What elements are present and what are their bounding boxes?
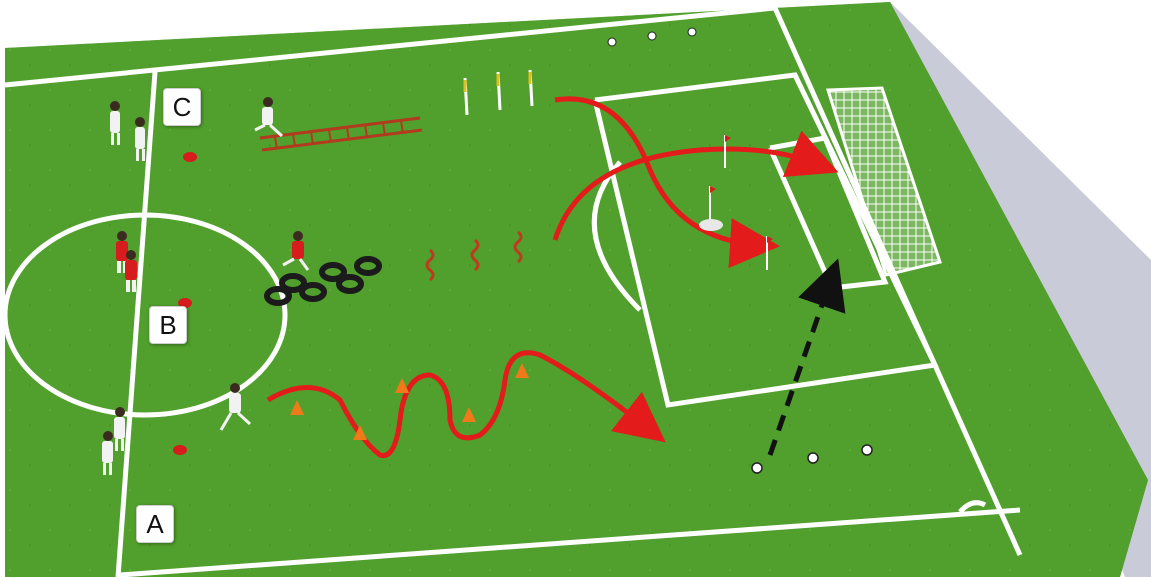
flag-icon bbox=[709, 186, 716, 220]
hurdle-icon bbox=[425, 248, 435, 282]
pole-group bbox=[463, 69, 534, 116]
agility-ladder-icon bbox=[259, 116, 423, 152]
tyre-icon bbox=[354, 256, 382, 276]
ball-icon bbox=[807, 452, 819, 464]
cone-icon bbox=[290, 400, 304, 415]
marker-disc-icon bbox=[699, 219, 723, 231]
cone-icon bbox=[515, 363, 529, 378]
ball-icon bbox=[607, 37, 617, 47]
player-icon bbox=[110, 101, 120, 145]
flag-icon bbox=[766, 236, 773, 270]
tyre-group bbox=[264, 256, 382, 306]
ball-icon bbox=[687, 27, 697, 37]
station-label-b: B bbox=[149, 306, 187, 344]
run-path-b bbox=[552, 130, 839, 241]
run-path-c bbox=[554, 96, 780, 269]
tyre-icon bbox=[279, 273, 307, 293]
hurdle-icon bbox=[470, 238, 480, 272]
marker-disc-icon bbox=[183, 152, 197, 162]
cone-icon bbox=[353, 425, 367, 440]
player-icon bbox=[219, 383, 252, 431]
marker-group bbox=[173, 152, 197, 455]
pole-icon bbox=[528, 69, 534, 107]
player-icon bbox=[135, 117, 145, 161]
ball-icon bbox=[861, 444, 873, 456]
cone-icon bbox=[462, 407, 476, 422]
players bbox=[102, 97, 310, 475]
station-label-a: A bbox=[136, 505, 174, 543]
run-paths bbox=[266, 96, 839, 459]
flag-icon bbox=[724, 135, 731, 168]
ball-icon bbox=[751, 462, 763, 474]
player-icon bbox=[114, 407, 125, 451]
tyre-icon bbox=[319, 262, 347, 282]
cone-group bbox=[290, 363, 529, 440]
pole-icon bbox=[463, 77, 469, 116]
pole-icon bbox=[496, 71, 502, 111]
player-icon bbox=[254, 97, 284, 138]
tyre-icon bbox=[264, 286, 292, 306]
ball-icon bbox=[647, 31, 657, 41]
ball-group bbox=[607, 27, 873, 474]
station-label-c: C bbox=[163, 88, 201, 126]
tyre-icon bbox=[299, 282, 327, 302]
player-icon bbox=[102, 431, 113, 475]
pass-arrow bbox=[767, 258, 846, 456]
player-icon bbox=[282, 231, 310, 271]
goal-icon bbox=[825, 86, 942, 277]
player-icon bbox=[125, 250, 137, 292]
tyre-icon bbox=[336, 274, 364, 294]
hurdle-group bbox=[425, 230, 523, 282]
marker-disc-icon bbox=[173, 445, 187, 455]
run-path-a bbox=[266, 350, 666, 459]
cone-icon bbox=[395, 378, 409, 393]
hurdle-icon bbox=[513, 230, 523, 264]
marker-disc-icon bbox=[178, 298, 192, 308]
